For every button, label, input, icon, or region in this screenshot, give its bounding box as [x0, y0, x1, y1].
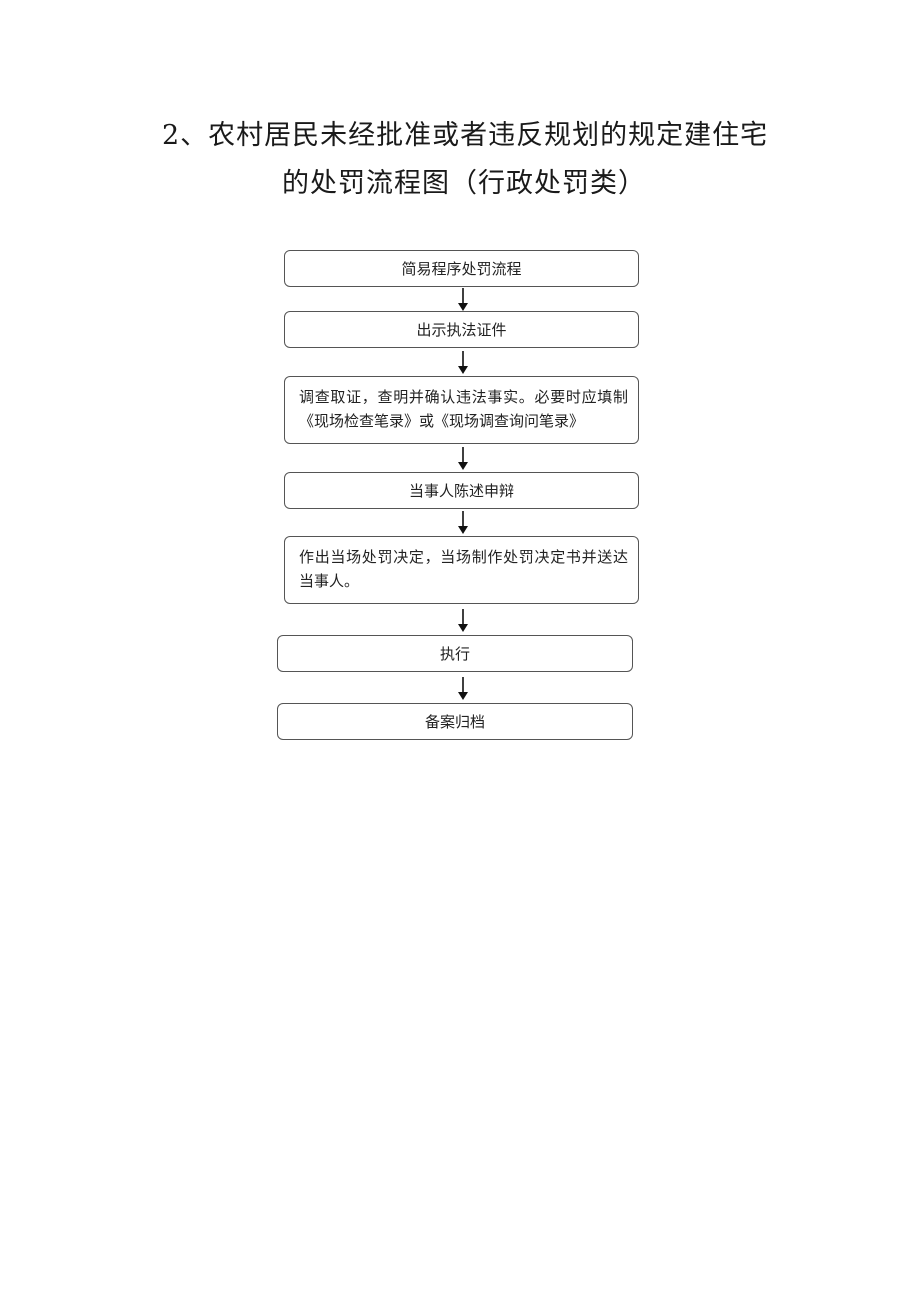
- flow-step-label: 备案归档: [424, 713, 485, 731]
- flow-step-label: 出示执法证件: [416, 321, 507, 339]
- page-title-line-2: 的处罚流程图（行政处罚类）: [282, 168, 646, 199]
- flow-step-decision: 作出当场处罚决定，当场制作处罚决定书并送达当事人。: [284, 536, 639, 604]
- down-arrow-icon: [456, 287, 470, 313]
- flow-step-label: 简易程序处罚流程: [401, 260, 522, 278]
- down-arrow-icon: [456, 510, 470, 536]
- flow-step-label: 调查取证，查明并确认违法事实。必要时应填制《现场检查笔录》或《现场调查询问笔录》: [299, 388, 628, 430]
- down-arrow-icon: [456, 446, 470, 472]
- down-arrow-icon: [456, 676, 470, 702]
- down-arrow-icon: [456, 350, 470, 376]
- flow-step-simplified-procedure: 简易程序处罚流程: [284, 250, 639, 287]
- flow-step-label: 作出当场处罚决定，当场制作处罚决定书并送达当事人。: [299, 548, 628, 590]
- page-title-line-1: 2、农村居民未经批准或者违反规划的规定建住宅: [162, 120, 769, 151]
- flow-step-show-credentials: 出示执法证件: [284, 311, 639, 348]
- flow-step-archive: 备案归档: [277, 703, 633, 740]
- flow-step-party-statement: 当事人陈述申辩: [284, 472, 639, 509]
- flow-step-execute: 执行: [277, 635, 633, 672]
- down-arrow-icon: [456, 608, 470, 634]
- flow-step-label: 当事人陈述申辩: [408, 482, 514, 500]
- flow-step-label: 执行: [439, 645, 470, 663]
- flow-step-investigate: 调查取证，查明并确认违法事实。必要时应填制《现场检查笔录》或《现场调查询问笔录》: [284, 376, 639, 444]
